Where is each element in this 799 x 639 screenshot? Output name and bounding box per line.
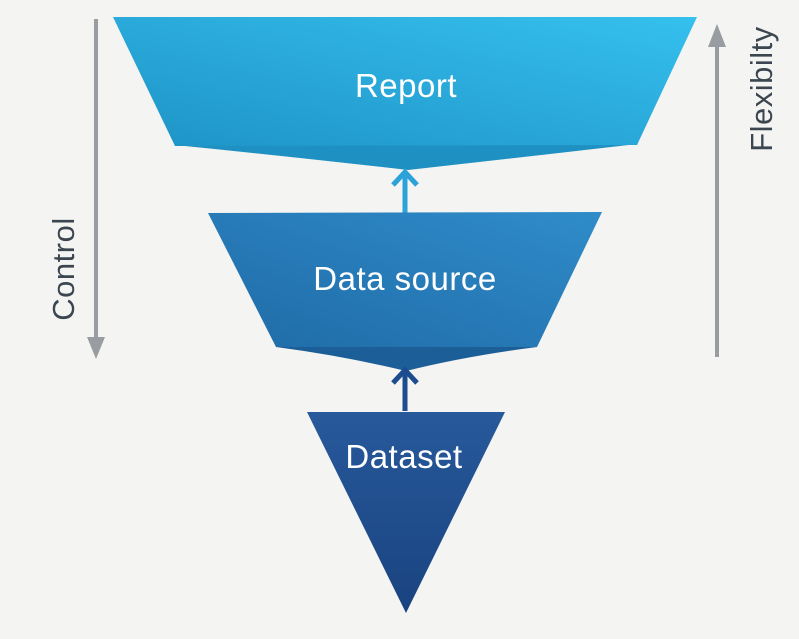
control-label: Control bbox=[46, 217, 81, 320]
up-chevron-arrow-icon-2 bbox=[391, 366, 419, 411]
report-shape bbox=[113, 17, 697, 146]
report-label: Report bbox=[355, 67, 457, 104]
datasource-label: Data source bbox=[313, 260, 496, 297]
datasource-shape bbox=[208, 212, 602, 347]
dataset-shape bbox=[307, 412, 505, 613]
down-arrowhead-icon bbox=[87, 337, 105, 359]
flexibility-label: Flexibilty bbox=[744, 26, 779, 152]
control-axis: Control bbox=[46, 19, 105, 359]
report-fold-shape bbox=[175, 144, 637, 170]
dataset-label: Dataset bbox=[345, 438, 462, 475]
funnel-level-dataset: Dataset bbox=[307, 412, 505, 613]
funnel-level-datasource: Data source bbox=[208, 212, 602, 371]
flexibility-axis: Flexibilty bbox=[708, 24, 779, 357]
up-chevron-arrow-icon-1 bbox=[391, 168, 419, 214]
funnel-level-report: Report bbox=[113, 17, 697, 170]
datasource-fold-shape bbox=[276, 347, 537, 371]
up-arrowhead-icon bbox=[708, 24, 726, 47]
